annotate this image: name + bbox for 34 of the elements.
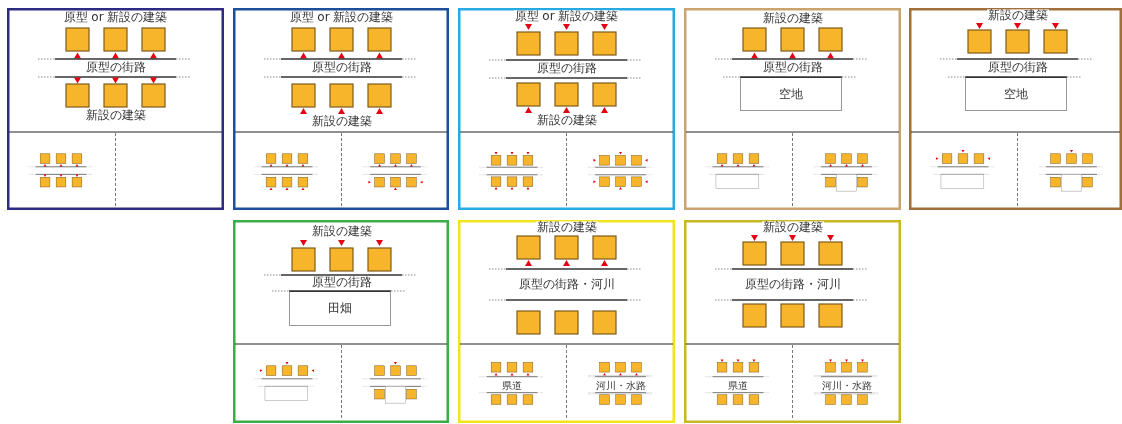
road-label: 河川・水路	[820, 379, 873, 391]
building-label: 新設の建築	[761, 12, 824, 26]
street-label: 原型の街路・河川	[743, 278, 842, 292]
panel-frame	[233, 220, 449, 423]
panel-frame	[684, 220, 901, 423]
road-label: 河川・水路	[594, 379, 647, 391]
building-label: 新設の建築	[84, 109, 147, 123]
building-label: 原型 or 新設の建築	[288, 11, 395, 25]
panel-frame	[458, 8, 675, 210]
panel-frame	[909, 8, 1122, 210]
area-box: 空地	[740, 77, 842, 111]
building-label: 新設の建築	[310, 225, 373, 239]
building-label: 新設の建築	[535, 114, 598, 128]
road-label: 県道	[501, 379, 523, 391]
building-label: 新設の建築	[761, 221, 824, 235]
street-label: 原型の街路	[84, 61, 147, 75]
building-label: 原型 or 新設の建築	[513, 10, 620, 24]
road-label: 県道	[727, 379, 749, 391]
area-box: 田畑	[289, 291, 391, 326]
street-label: 原型の街路	[761, 61, 824, 75]
street-label: 原型の街路・河川	[517, 278, 616, 292]
building-label: 新設の建築	[535, 221, 598, 235]
street-label: 原型の街路	[310, 61, 373, 75]
panel-frame	[684, 8, 901, 210]
building-label: 原型 or 新設の建築	[62, 11, 169, 25]
street-label: 原型の街路	[535, 62, 598, 76]
building-label: 新設の建築	[310, 115, 373, 129]
building-label: 新設の建築	[986, 9, 1049, 23]
panel-frame	[233, 8, 449, 210]
street-label: 原型の街路	[986, 61, 1049, 75]
area-box: 空地	[965, 77, 1067, 111]
street-label: 原型の街路	[310, 276, 373, 290]
panel-frame	[7, 8, 224, 210]
panel-frame	[458, 220, 675, 423]
